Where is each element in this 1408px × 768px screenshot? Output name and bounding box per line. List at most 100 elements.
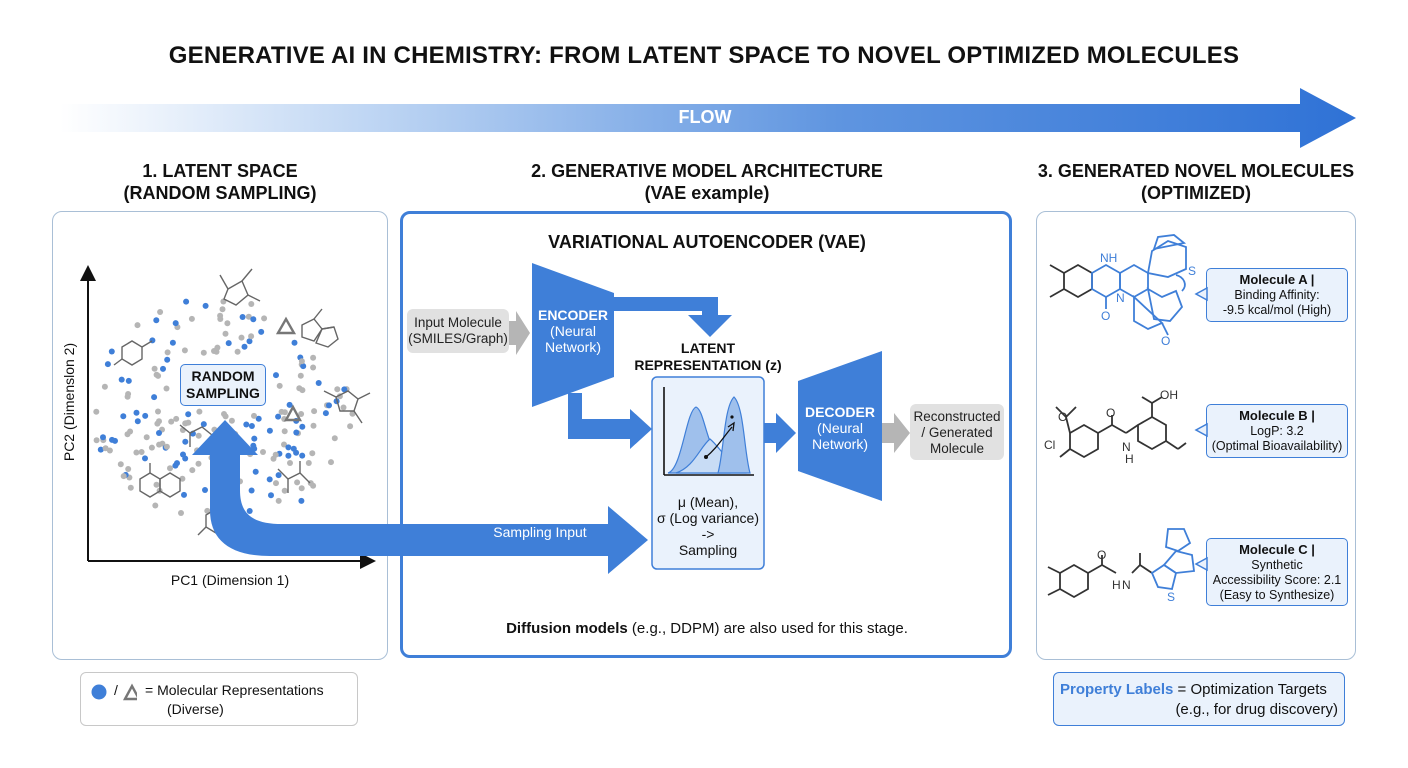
scatter-point bbox=[273, 480, 279, 487]
triangle-marker bbox=[275, 316, 297, 335]
sampling-line: Sampling bbox=[678, 542, 738, 558]
scatter-point bbox=[251, 412, 257, 419]
scatter-point bbox=[251, 435, 258, 442]
scatter-point bbox=[222, 484, 229, 491]
molecule-a-prop-1: Binding Affinity: bbox=[1234, 288, 1320, 302]
mini-molecule-icon bbox=[113, 340, 153, 366]
scatter-point bbox=[168, 418, 175, 425]
scatter-point bbox=[127, 428, 134, 435]
atom-label: H bbox=[1112, 578, 1121, 592]
scatter-point bbox=[237, 478, 243, 485]
scatter-point bbox=[133, 409, 140, 416]
scatter-point bbox=[341, 386, 348, 393]
molecule-c-name: Molecule C | bbox=[1239, 542, 1315, 557]
molecule-a-prop-2: -9.5 kcal/mol (High) bbox=[1222, 303, 1332, 317]
scatter-point bbox=[298, 485, 305, 492]
encoder-label: ENCODER (Neural Network) bbox=[534, 307, 612, 355]
encoder-to-latent-arrow-top bbox=[614, 297, 732, 337]
mini-molecule-icon bbox=[277, 461, 311, 493]
scatter-point bbox=[108, 348, 115, 355]
scatter-point bbox=[196, 408, 203, 415]
scatter-point bbox=[272, 451, 279, 458]
scatter-point bbox=[299, 387, 306, 394]
scatter-point bbox=[93, 408, 100, 415]
scatter-point bbox=[173, 415, 180, 422]
diffusion-note: Diffusion models (e.g., DDPM) are also u… bbox=[400, 620, 1014, 637]
section-1-subtitle: (RANDOM SAMPLING) bbox=[123, 183, 317, 203]
scatter-point bbox=[155, 372, 162, 379]
scatter-point bbox=[167, 465, 173, 472]
right-legend: Property Labels = Optimization Targets (… bbox=[1053, 672, 1345, 726]
mu-line: μ (Mean), bbox=[677, 494, 739, 510]
atom-label: O bbox=[1097, 548, 1107, 562]
latent-label-line2: REPRESENTATION (z) bbox=[634, 357, 782, 373]
scatter-point bbox=[153, 481, 160, 488]
scatter-point bbox=[138, 449, 145, 455]
scatter-point bbox=[143, 434, 150, 441]
vae-diagram bbox=[506, 263, 910, 570]
encoder-sub-2: Network) bbox=[544, 339, 601, 355]
input-arrow bbox=[506, 311, 530, 355]
scatter-point bbox=[268, 492, 274, 499]
scatter-point bbox=[189, 467, 196, 474]
scatter-point bbox=[195, 432, 202, 439]
left-legend: / = Molecular Representations (Diverse) bbox=[80, 672, 358, 726]
distribution-plot bbox=[663, 387, 754, 476]
legend-dot-icon bbox=[91, 684, 107, 700]
atom-label: O bbox=[1101, 309, 1111, 323]
scatter-point bbox=[331, 435, 338, 442]
scatter-point bbox=[219, 472, 226, 479]
scatter-point bbox=[298, 497, 305, 504]
molecule-b-label: Molecule B | LogP: 3.2 (Optimal Bioavail… bbox=[1206, 404, 1348, 458]
scatter-point bbox=[322, 410, 329, 417]
input-molecule-line2: (SMILES/Graph) bbox=[408, 331, 508, 346]
y-axis-label-wrap: PC2 (Dimenslon 2) bbox=[52, 328, 88, 478]
scatter-point bbox=[127, 484, 134, 491]
legend-text-2: (Diverse) bbox=[167, 701, 224, 717]
main-title: GENERATIVE AI IN CHEMISTRY: FROM LATENT … bbox=[168, 42, 1240, 69]
scatter-point bbox=[217, 487, 223, 494]
molecule-b-structure bbox=[1055, 396, 1187, 459]
scatter-point bbox=[286, 401, 293, 408]
scatter-point bbox=[202, 487, 208, 493]
scatter-point bbox=[156, 441, 163, 448]
scatter-point bbox=[104, 361, 111, 368]
scatter-point bbox=[299, 452, 306, 459]
scatter-point bbox=[309, 450, 316, 457]
scatter-point bbox=[247, 451, 254, 458]
mini-molecule-icon bbox=[323, 390, 371, 424]
scatter-point bbox=[238, 334, 245, 341]
scatter-point bbox=[275, 497, 282, 504]
scatter-point bbox=[152, 502, 159, 509]
encoder-title: ENCODER bbox=[537, 307, 608, 323]
scatter-point bbox=[220, 448, 227, 455]
scatter-point bbox=[182, 420, 189, 427]
callout-pointers bbox=[1194, 286, 1208, 572]
scatter-point bbox=[154, 420, 161, 427]
mini-molecule-icon bbox=[139, 463, 181, 498]
output-line2: / Generated bbox=[921, 425, 993, 440]
scatter-point bbox=[261, 315, 268, 322]
latent-label-line1: LATENT bbox=[680, 340, 736, 356]
x-axis-label: PC1 (Dimension 1) bbox=[170, 572, 290, 588]
latent-space-plot bbox=[80, 265, 376, 569]
scatter-point bbox=[281, 409, 288, 416]
scatter-point bbox=[250, 316, 257, 323]
scatter-point bbox=[134, 322, 141, 329]
scatter-point bbox=[266, 476, 273, 483]
scatter-point bbox=[281, 487, 288, 494]
scatter-point bbox=[222, 413, 229, 420]
scatter-point bbox=[164, 356, 171, 363]
atom-label: O bbox=[1058, 410, 1068, 424]
scatter-point bbox=[224, 320, 231, 327]
atom-label: S bbox=[1167, 590, 1176, 604]
output-line1: Reconstructed bbox=[913, 409, 1001, 424]
scatter-point bbox=[293, 429, 300, 436]
input-molecule-box: Input Molecule (SMILES/Graph) bbox=[407, 309, 509, 353]
scatter-point bbox=[219, 306, 226, 313]
scatter-point bbox=[93, 437, 100, 444]
encoder-to-latent-arrow-bottom bbox=[568, 393, 652, 449]
scatter-point bbox=[200, 421, 207, 428]
scatter-point bbox=[179, 475, 186, 482]
vae-panel bbox=[400, 211, 1012, 658]
